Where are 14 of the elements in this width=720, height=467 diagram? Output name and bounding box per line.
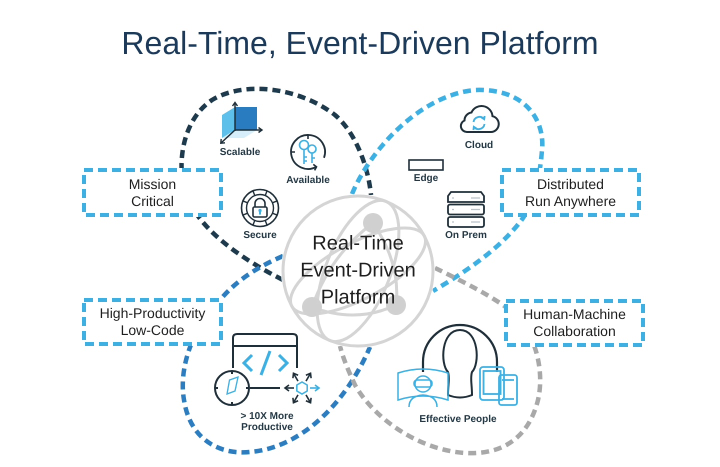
dashed-box: Human-Machine Collaboration — [504, 299, 645, 347]
dashed-box: Distributed Run Anywhere — [500, 168, 641, 217]
dashed-box: High-Productivity Low-Code — [82, 298, 223, 346]
icon-caption: Cloud — [464, 141, 494, 152]
icon-caption: Edge — [414, 174, 438, 184]
dashed-box: Mission Critical — [82, 168, 223, 217]
icon-caption: Secure — [243, 231, 277, 242]
icon-caption: On Prem — [445, 231, 487, 242]
hub-label: Real-Time Event-Driven Platform — [299, 232, 417, 310]
icon-caption: Effective People — [419, 415, 497, 426]
icon-caption: Available — [286, 176, 330, 186]
diagram-title: Real-Time, Event-Driven Platform — [121, 24, 599, 62]
icon-caption: > 10X More Productive — [239, 412, 295, 433]
icon-caption: Scalable — [220, 148, 260, 158]
